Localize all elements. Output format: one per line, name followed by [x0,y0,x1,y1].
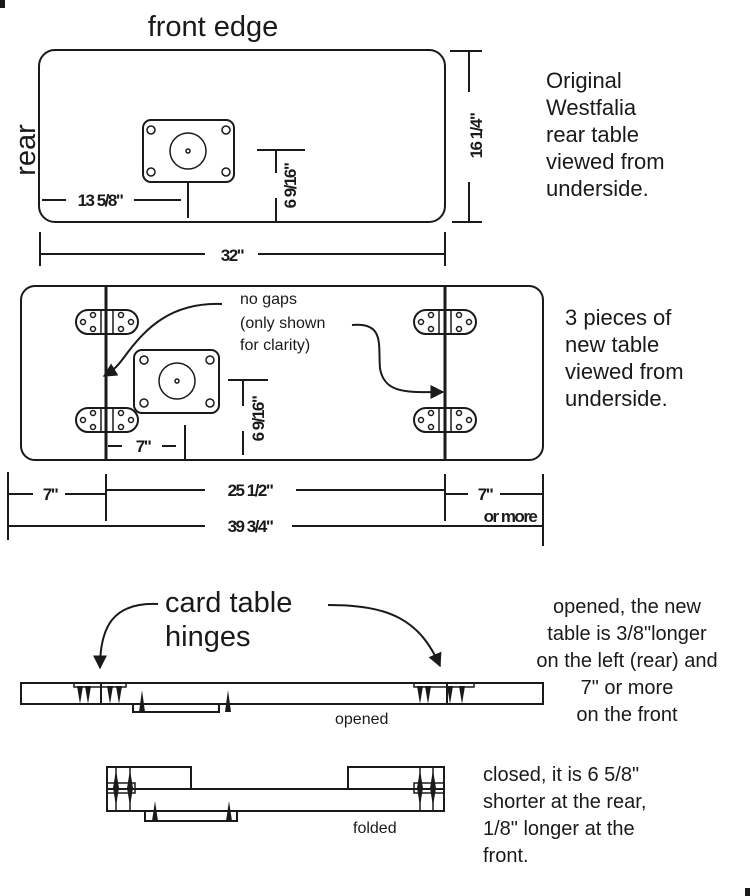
dimension-6-9-16-original: 6 9/16" [257,149,305,221]
screw-icon [107,686,113,704]
screw-hole [417,416,425,424]
screw-hole [79,416,87,424]
screw-icon [77,686,83,704]
screw-hole [117,409,125,417]
hinge-leaf [413,682,475,688]
dimension-16-1-4: 16 1/4" [450,50,486,223]
dim-left-piece-label: 7" [43,485,58,504]
dim-32-label: 32" [221,246,244,265]
dim-6-9-16-label: 6 9/16" [281,163,300,208]
arrow-to-right-hinge [327,604,442,668]
opened-caption: opened, the new table is 3/8"longer on t… [536,596,718,726]
dim-16-1-4-label: 16 1/4" [467,113,486,158]
new-table-caption: 3 pieces of new table viewed from unders… [565,305,684,411]
original-caption: Original Westfalia rear table viewed fro… [546,68,665,201]
dimension-row-pieces: 7" 25 1/2" 7" or more 39 3/4" [7,472,544,546]
hinge-leaf [73,682,127,688]
folded-side-view: folded [106,766,445,837]
dim-right-piece-label: 7" [478,485,493,504]
dim-7-offset-label: 7" [136,437,151,456]
screw-icon [116,686,122,704]
screw-hole [89,409,97,417]
screw-hole [89,311,97,319]
rear-label: rear [10,124,42,176]
hinge-icon [413,407,477,433]
dimension-13-5-8: 13 5/8" [42,182,189,218]
side-views: card table hinges opened folded [20,587,544,837]
screw-hole [79,318,87,326]
screw-hole [427,325,435,333]
front-edge-label: front edge [148,11,279,43]
arrow-to-left-hinge [93,602,159,670]
opened-label: opened [335,711,388,728]
screw-icon [417,686,423,704]
dim-center-piece-label: 25 1/2" [228,481,273,500]
hinge-knuckle [413,782,445,794]
closed-caption: closed, it is 6 5/8" shorter at the rear… [483,764,647,867]
screw-hole [89,423,97,431]
screw-hole [89,325,97,333]
folded-label: folded [353,820,397,837]
screw-icon [425,686,431,704]
screw-icon [226,801,232,821]
opened-side-view: opened [20,682,544,728]
card-table-hinges-label: card table hinges [165,587,300,653]
hinge-icon [75,407,139,433]
corner-mark-bottom-right [745,888,750,896]
screw-hole [427,311,435,319]
screw-hole [427,409,435,417]
screw-hole [117,311,125,319]
screw-hole [455,325,463,333]
arrow-to-right-seam [351,323,445,400]
hinge-knuckle [106,782,136,794]
corner-mark-top-left [0,0,5,8]
dim-right-or-more-label: or more [484,507,538,526]
screw-icon [85,686,91,704]
screw-icon [139,690,145,712]
screw-hole [455,311,463,319]
dimension-7-offset: 7" [108,425,186,460]
screw-icon [225,690,231,712]
table-mount-plate-new [133,349,220,414]
dim-total-label: 39 3/4" [228,517,273,536]
new-tabletop-outline [20,285,544,461]
dimension-6-9-16-new: 6 9/16" [228,379,268,455]
screw-hole [127,416,135,424]
screw-icon [152,801,158,821]
screw-hole [417,318,425,326]
no-gaps-annotation: no gaps (only shown for clarity) [240,291,330,354]
screw-hole [117,325,125,333]
dim-13-5-8-label: 13 5/8" [78,191,123,210]
dimension-32: 32" [39,232,446,266]
screw-hole [455,423,463,431]
dim-6-9-16-new-label: 6 9/16" [249,396,268,441]
screw-hole [127,318,135,326]
screw-hole [465,416,473,424]
hinge-icon [75,309,139,335]
screw-hole [455,409,463,417]
screw-hole [465,318,473,326]
table-mount-plate [142,119,235,183]
original-tabletop-outline [38,49,446,223]
screw-icon [459,686,465,704]
hinge-icon [413,309,477,335]
screw-hole [117,423,125,431]
original-table-view: front edge rear 13 5/8" 6 9/16" [10,11,486,266]
screw-hole [427,423,435,431]
arrow-to-left-seam [102,302,223,377]
screw-icon [447,686,453,704]
card-table-hinges-underside [75,309,477,433]
new-table-view: no gaps (only shown for clarity) 7" 6 9/… [7,285,544,546]
